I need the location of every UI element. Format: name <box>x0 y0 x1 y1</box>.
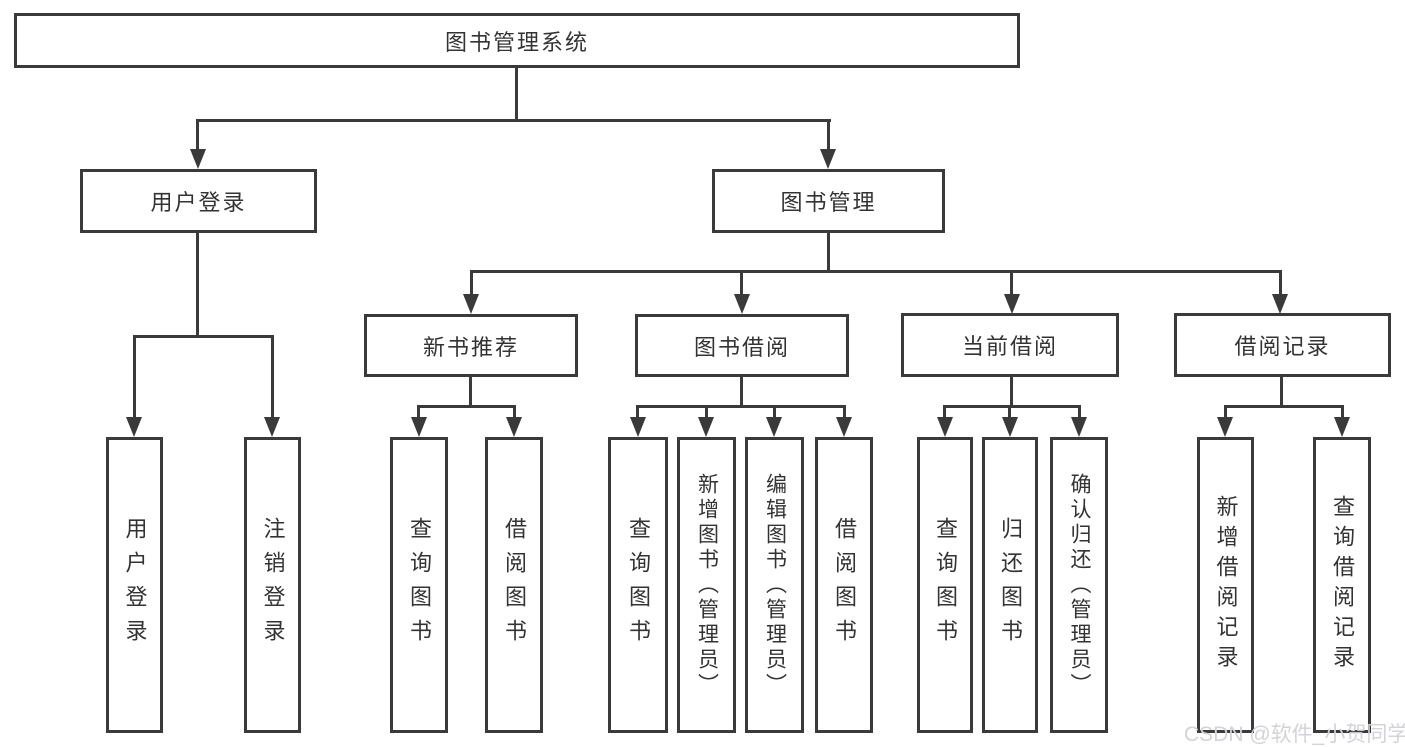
arrowhead <box>820 149 836 169</box>
leaf-label: 借阅图书 <box>832 517 857 653</box>
connector-line <box>469 377 472 408</box>
node-label: 借阅记录 <box>1234 334 1331 359</box>
node-book-borrowing: 图书借阅 <box>635 314 849 377</box>
leaf-confirm-return-admin: 确认归还（管理员） <box>1050 437 1108 733</box>
node-label: 新书推荐 <box>422 334 519 360</box>
node-current-borrowing: 当前借阅 <box>901 313 1119 377</box>
connector-line <box>1224 405 1344 408</box>
connector-line <box>417 405 420 423</box>
arrowhead <box>698 417 714 437</box>
connector-line <box>827 233 830 273</box>
connector-line <box>470 270 473 298</box>
leaf-label: 确认归还（管理员） <box>1068 472 1091 698</box>
leaf-query-books-recommend: 查询图书 <box>390 437 448 733</box>
node-label: 用户登录 <box>150 190 247 215</box>
connector-line <box>1010 377 1013 408</box>
connector-line <box>1078 405 1081 423</box>
leaf-user-login: 用户登录 <box>106 437 163 733</box>
connector-line <box>133 335 136 421</box>
connector-line <box>943 405 946 423</box>
arrowhead <box>836 417 852 437</box>
connector-line <box>470 270 1282 273</box>
leaf-label: 借阅图书 <box>502 517 527 653</box>
connector-line <box>515 68 518 121</box>
connector-line <box>636 405 846 408</box>
watermark: CSDN @软件_小贺同学 <box>1184 723 1405 746</box>
leaf-query-books-borrowing: 查询图书 <box>608 437 668 733</box>
connector-line <box>827 119 830 152</box>
arrowhead <box>1272 294 1288 314</box>
leaf-logout: 注销登录 <box>244 437 301 733</box>
leaf-borrow-books-borrowing: 借阅图书 <box>815 437 873 733</box>
connector-line <box>1341 405 1344 423</box>
node-label: 图书管理 <box>780 190 877 215</box>
node-book-management: 图书管理 <box>712 169 945 233</box>
connector-line <box>196 233 199 338</box>
connector-line <box>740 270 743 298</box>
node-label: 图书借阅 <box>693 334 790 360</box>
connector-line <box>636 405 639 423</box>
connector-line <box>1224 405 1227 423</box>
leaf-label: 查询图书 <box>407 517 432 653</box>
connector-line <box>271 335 274 421</box>
leaf-label: 查询图书 <box>626 517 651 653</box>
leaf-label: 查询借阅记录 <box>1330 495 1355 675</box>
connector-line <box>417 405 516 408</box>
arrowhead <box>463 294 479 314</box>
connector-line <box>943 405 1081 408</box>
node-borrowing-records: 借阅记录 <box>1174 313 1391 377</box>
connector-line <box>1010 270 1013 298</box>
connector-line <box>133 335 274 338</box>
node-user-login: 用户登录 <box>80 169 317 233</box>
leaf-label: 用户登录 <box>122 517 148 653</box>
arrowhead <box>190 149 206 169</box>
connector-line <box>705 405 708 423</box>
leaf-label: 归还图书 <box>998 517 1023 653</box>
arrowhead <box>264 417 280 437</box>
leaf-add-book-admin: 新增图书（管理员） <box>677 437 736 733</box>
connector-line <box>513 405 516 423</box>
arrowhead <box>937 417 953 437</box>
connector-line <box>1280 377 1283 408</box>
leaf-borrow-books-recommend: 借阅图书 <box>485 437 543 733</box>
leaf-query-borrow-record: 查询借阅记录 <box>1313 437 1371 733</box>
node-new-book-recommendation: 新书推荐 <box>364 314 578 377</box>
leaf-query-books-current: 查询图书 <box>917 437 973 733</box>
leaf-label: 编辑图书（管理员） <box>763 472 787 698</box>
node-label: 当前借阅 <box>961 334 1058 359</box>
leaf-label: 新增图书（管理员） <box>695 472 719 698</box>
leaf-label: 查询图书 <box>933 517 958 653</box>
leaf-return-books: 归还图书 <box>982 437 1038 733</box>
connector-line <box>196 119 199 152</box>
connector-line <box>773 405 776 423</box>
arrowhead <box>411 417 427 437</box>
arrowhead <box>734 294 750 314</box>
arrowhead <box>1004 294 1020 314</box>
connector-line <box>843 405 846 423</box>
node-library-management-system: 图书管理系统 <box>14 13 1020 68</box>
leaf-label: 新增借阅记录 <box>1213 495 1239 675</box>
arrowhead <box>1334 417 1350 437</box>
leaf-edit-book-admin: 编辑图书（管理员） <box>745 437 804 733</box>
arrowhead <box>126 417 142 437</box>
leaf-label: 注销登录 <box>260 517 286 653</box>
arrowhead <box>1217 417 1233 437</box>
arrowhead <box>630 417 646 437</box>
arrowhead <box>1071 417 1087 437</box>
arrowhead <box>1002 417 1018 437</box>
connector-line <box>1008 405 1011 423</box>
node-label: 图书管理系统 <box>444 29 589 55</box>
connector-line <box>1279 270 1282 298</box>
connector-line <box>196 119 831 122</box>
arrowhead <box>766 417 782 437</box>
connector-line <box>740 377 743 408</box>
leaf-add-borrow-record: 新增借阅记录 <box>1197 437 1254 733</box>
arrowhead <box>506 417 522 437</box>
